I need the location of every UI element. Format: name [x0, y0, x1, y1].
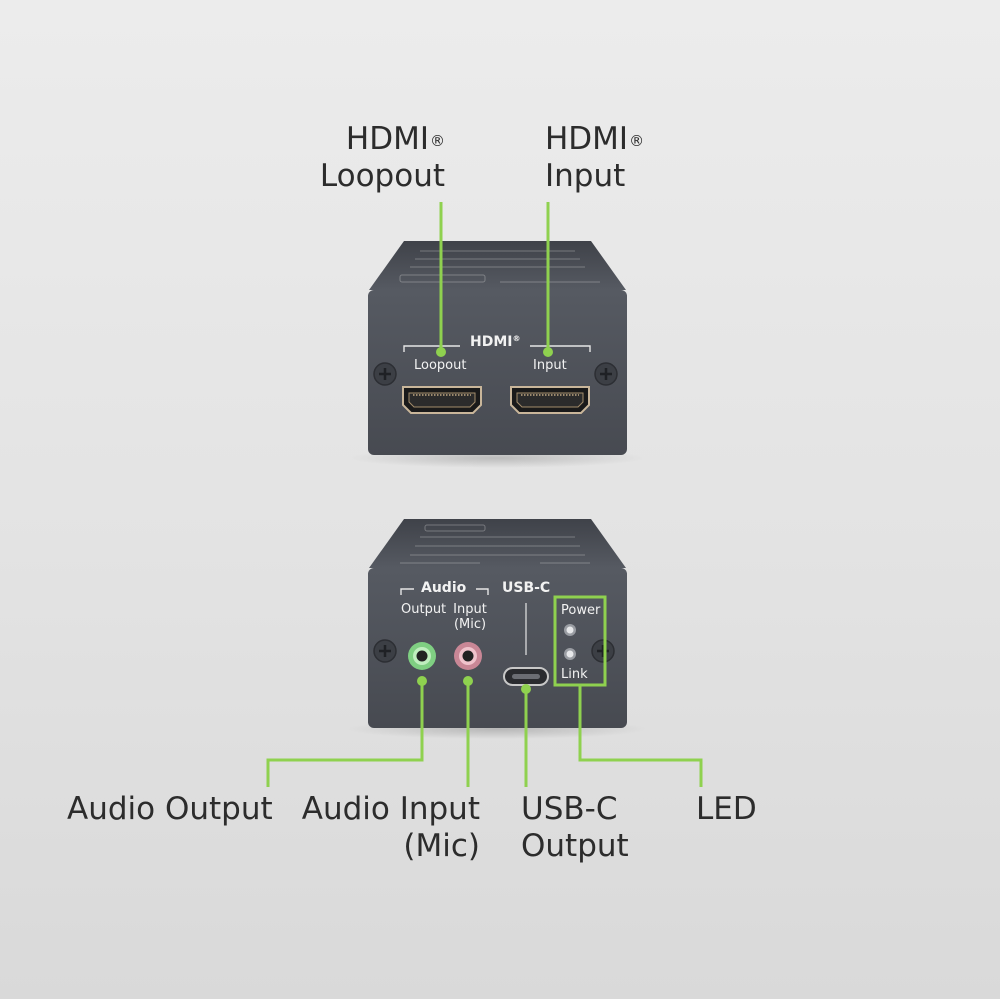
back-link-led-label: Link	[561, 667, 588, 682]
callout-hdmi-input: HDMI® Input	[545, 121, 645, 194]
device-front-face	[368, 290, 627, 455]
leader-led	[578, 685, 703, 787]
usb-c-port-icon	[503, 667, 549, 686]
device-back-face	[368, 568, 627, 728]
front-input-label: Input	[533, 358, 567, 373]
callout-leader-lines	[266, 202, 703, 787]
front-hdmi-group-label: HDMI®	[470, 334, 521, 350]
leader-dot	[521, 684, 531, 694]
back-usbc-group-label: USB-C	[502, 580, 551, 596]
leader-audio-output	[266, 681, 424, 787]
audio-output-jack-icon	[408, 642, 436, 670]
callout-usbc-output: USB-C Output	[521, 791, 629, 864]
screw-icon	[594, 362, 618, 386]
screw-icon	[373, 639, 397, 663]
leader-dot	[543, 347, 553, 357]
leader-dot	[436, 347, 446, 357]
leader-dot	[417, 676, 427, 686]
back-audio-output-label: Output	[401, 602, 447, 617]
hdmi-port-icon	[402, 386, 482, 414]
link-led-icon	[564, 648, 576, 660]
front-loopout-label: Loopout	[414, 358, 467, 373]
screw-icon	[591, 639, 615, 663]
device-back-top	[369, 519, 626, 568]
callout-audio-output: Audio Output	[67, 791, 273, 827]
back-power-led-label: Power	[561, 603, 601, 618]
back-audio-input-label: Input (Mic)	[453, 602, 487, 632]
leader-dot	[463, 676, 473, 686]
hdmi-port-icon	[510, 386, 590, 414]
device-back	[347, 519, 647, 739]
callout-hdmi-loopout: HDMI® Loopout	[319, 121, 445, 194]
device-front-top	[369, 241, 626, 290]
power-led-icon	[564, 624, 576, 636]
audio-input-jack-icon	[454, 642, 482, 670]
back-audio-group-label: Audio	[421, 580, 467, 596]
screw-icon	[373, 362, 397, 386]
callout-led: LED	[696, 791, 757, 827]
callout-audio-input: Audio Input (Mic)	[301, 791, 480, 864]
device-front	[347, 241, 647, 468]
